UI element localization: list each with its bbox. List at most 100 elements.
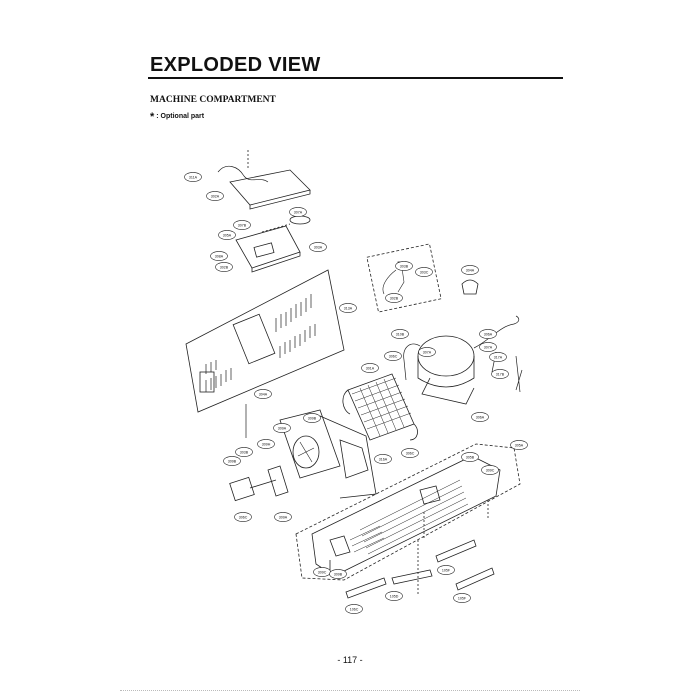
- diagram-line-art: [185, 150, 523, 599]
- callout-label: 301A: [366, 366, 375, 370]
- callout-311a: 311A: [184, 172, 202, 182]
- callout-label: 316A: [379, 457, 388, 461]
- callout-bubble: [461, 265, 479, 275]
- callout-bubble: [303, 413, 321, 423]
- section-heading: MACHINE COMPARTMENT: [150, 95, 276, 105]
- callout-303b: 303B: [395, 261, 413, 271]
- callout-label: 303C: [420, 270, 429, 274]
- callout-bubble: [461, 452, 479, 462]
- callout-bubble: [361, 363, 379, 373]
- callout-309c: 309C: [313, 567, 331, 577]
- callout-bubble: [384, 351, 402, 361]
- callout-307a: 307A: [418, 347, 436, 357]
- callout-303a: 303A: [309, 242, 327, 252]
- callout-302b: 302B: [385, 293, 403, 303]
- callout-302a: 302A: [206, 191, 224, 201]
- callout-label: 303B: [400, 264, 409, 268]
- callout-label: 309B: [334, 572, 343, 576]
- callout-304a: 304A: [254, 389, 272, 399]
- callout-bubble: [210, 251, 228, 261]
- callout-bubble: [309, 242, 327, 252]
- optional-note-text: : Optional part: [156, 113, 205, 120]
- callout-bubble: [223, 456, 241, 466]
- callout-bubble: [233, 220, 251, 230]
- callout-bubble: [339, 303, 357, 313]
- callout-106c: 106C: [345, 604, 363, 614]
- callout-label: 302B: [220, 265, 229, 269]
- callout-label: 310B: [396, 332, 405, 336]
- callout-label: 303B: [240, 450, 249, 454]
- callout-309b: 309B: [223, 456, 241, 466]
- callout-bubble: [385, 591, 403, 601]
- callout-label: 305B: [466, 455, 475, 459]
- callout-313a: 313A: [339, 303, 357, 313]
- callout-bubble: [329, 569, 347, 579]
- callout-305a: 305A: [510, 440, 528, 450]
- callout-label: 305A: [223, 233, 232, 237]
- callout-label: 105D: [390, 594, 399, 598]
- callout-label: 302B: [390, 296, 399, 300]
- callout-bubble: [395, 261, 413, 271]
- callout-bubble: [215, 262, 233, 272]
- callout-309a: 309A: [274, 512, 292, 522]
- callout-bubble: [479, 342, 497, 352]
- callout-bubble: [206, 191, 224, 201]
- part-callouts: 311A302A307A307B305A308A302B303A303B303C…: [184, 172, 528, 614]
- callout-label: 302A: [211, 194, 220, 198]
- callout-bubble: [235, 447, 253, 457]
- page-title: EXPLODED VIEW: [150, 54, 321, 76]
- callout-303b: 303B: [235, 447, 253, 457]
- callout-label: 307A: [294, 210, 303, 214]
- callout-bubble: [471, 412, 489, 422]
- callout-308a: 308A: [210, 251, 228, 261]
- optional-part-note: *: Optional part: [150, 111, 204, 123]
- callout-105f: 105F: [453, 593, 471, 603]
- callout-306a: 306A: [479, 329, 497, 339]
- callout-306c: 306C: [234, 512, 252, 522]
- callout-bubble: [289, 207, 307, 217]
- callout-bubble: [479, 329, 497, 339]
- page-number: - 117 -: [337, 655, 363, 665]
- callout-bubble: [481, 465, 499, 475]
- callout-label: 308A: [215, 254, 224, 258]
- callout-label: 306A: [484, 332, 493, 336]
- callout-label: 309C: [486, 468, 495, 472]
- callout-bubble: [418, 347, 436, 357]
- callout-label: 306C: [406, 451, 415, 455]
- callout-label: 309B: [228, 459, 237, 463]
- callout-label: 309A: [278, 426, 287, 430]
- callout-label: 309C: [318, 570, 327, 574]
- callout-bubble: [374, 454, 392, 464]
- callout-bubble: [274, 512, 292, 522]
- callout-bubble: [437, 565, 455, 575]
- callout-bubble: [385, 293, 403, 303]
- callout-309c: 309C: [481, 465, 499, 475]
- callout-label: 317A: [494, 355, 503, 359]
- callout-307a: 307A: [479, 342, 497, 352]
- callout-label: 303A: [314, 245, 323, 249]
- callout-bubble: [510, 440, 528, 450]
- callout-309b: 309B: [303, 413, 321, 423]
- callout-label: 309A: [279, 515, 288, 519]
- callout-bubble: [489, 352, 507, 362]
- title-rule: [148, 77, 563, 79]
- callout-317a: 317A: [489, 352, 507, 362]
- callout-bubble: [257, 439, 275, 449]
- callout-label: 304A: [259, 392, 268, 396]
- callout-bubble: [273, 423, 291, 433]
- callout-label: 307A: [423, 350, 432, 354]
- callout-307b: 307B: [233, 220, 251, 230]
- callout-306c: 306C: [401, 448, 419, 458]
- callout-bubble: [234, 512, 252, 522]
- callout-bubble: [401, 448, 419, 458]
- callout-305a: 305A: [218, 230, 236, 240]
- callout-309b: 309B: [329, 569, 347, 579]
- callout-bubble: [491, 369, 509, 379]
- callout-label: 304A: [466, 268, 475, 272]
- callout-label: 306C: [389, 354, 398, 358]
- callout-label: 305A: [515, 443, 524, 447]
- callout-bubble: [345, 604, 363, 614]
- callout-105f: 105F: [437, 565, 455, 575]
